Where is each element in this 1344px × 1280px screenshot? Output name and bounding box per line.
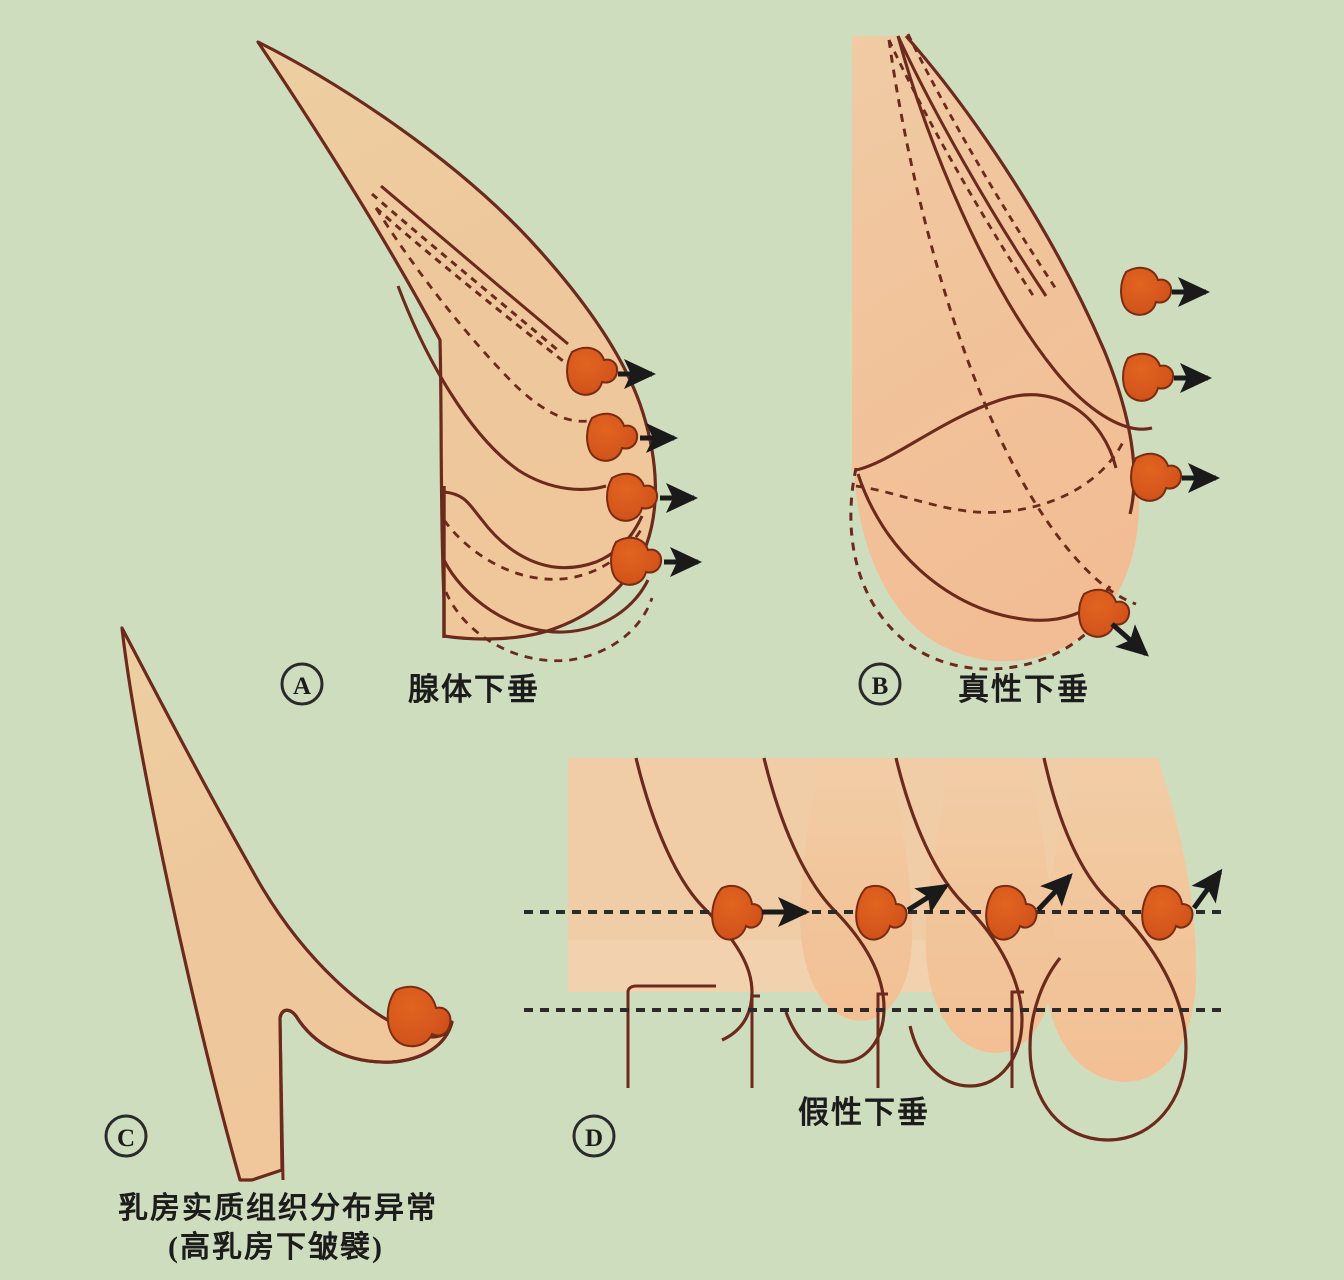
nipple-b-3 bbox=[1130, 452, 1183, 502]
nipple-b-4 bbox=[1078, 588, 1131, 638]
arrow-group-b bbox=[1110, 277, 1221, 657]
dashed-envelope-b-1 bbox=[887, 39, 1038, 301]
svg-text:B: B bbox=[872, 673, 889, 700]
arrow-d-4 bbox=[1191, 868, 1223, 910]
outer-dashed-silhouette-b bbox=[849, 467, 1106, 671]
contour-d-2 bbox=[762, 757, 886, 1064]
arrow-group-d bbox=[762, 868, 1223, 927]
dashed-envelope-a-2 bbox=[375, 206, 573, 370]
caption-panel-c-line1: 乳房实质组织分布异常 bbox=[118, 1192, 438, 1225]
fold-d-4 bbox=[1010, 990, 1024, 1088]
caption-panel-c-line2: (高乳房下皱襞) bbox=[168, 1231, 384, 1264]
panel-label-d: D bbox=[572, 1114, 616, 1158]
nipple-a-4 bbox=[610, 536, 663, 586]
nipple-a-2 bbox=[586, 412, 639, 462]
dashed-envelope-a-1 bbox=[371, 192, 561, 354]
contour-b-stage2 bbox=[896, 35, 1153, 431]
nipple-d-2 bbox=[855, 885, 908, 941]
panel-label-b: B bbox=[858, 662, 902, 706]
contour-d-4 bbox=[1028, 757, 1188, 1142]
contour-b-stage3-dashed bbox=[887, 39, 1137, 606]
svg-text:C: C bbox=[117, 1125, 135, 1152]
gland-arc-b-dashed bbox=[855, 439, 1126, 514]
fold-d-2 bbox=[750, 994, 760, 1088]
arrow-d-2 bbox=[906, 883, 950, 914]
gland-arc-b-upper bbox=[855, 393, 1118, 472]
nipple-a-3 bbox=[606, 472, 659, 522]
nipple-d-1 bbox=[711, 885, 764, 941]
breast-fill-d-2 bbox=[800, 758, 913, 1021]
caption-panel-a: 腺体下垂 bbox=[408, 672, 540, 707]
panel-b: B bbox=[849, 33, 1221, 706]
contour-a-stage2 bbox=[396, 285, 607, 491]
caption-panel-d: 假性下垂 bbox=[798, 1095, 930, 1130]
solid-envelope-a-1 bbox=[380, 184, 569, 346]
fold-d-3 bbox=[876, 992, 888, 1088]
svg-text:A: A bbox=[293, 673, 311, 700]
nipple-c-1 bbox=[386, 985, 452, 1048]
panel-c: C bbox=[104, 626, 454, 1182]
fold-d-1 bbox=[626, 984, 716, 1088]
panel-label-a: A bbox=[280, 662, 324, 706]
panel-a: A bbox=[256, 40, 703, 706]
contour-a-stage1 bbox=[374, 207, 595, 423]
nipple-b-1 bbox=[1120, 266, 1173, 316]
nipple-b-2 bbox=[1122, 352, 1175, 402]
caption-panel-b: 真性下垂 bbox=[958, 672, 1090, 707]
arrow-b-4 bbox=[1110, 622, 1149, 657]
panel-d: D bbox=[524, 757, 1224, 1158]
panel-label-c: C bbox=[104, 1114, 148, 1158]
chest-wall-line-c bbox=[278, 1017, 285, 1181]
nipple-d-4 bbox=[1141, 885, 1194, 941]
inframammary-fold-c bbox=[278, 1008, 454, 1064]
solid-envelope-b-1 bbox=[896, 35, 1048, 297]
nipple-group-d bbox=[711, 885, 1194, 941]
svg-text:D: D bbox=[585, 1125, 603, 1152]
contour-a-stage3-dashed bbox=[442, 519, 644, 581]
breast-fill-d-4 bbox=[1043, 758, 1197, 1082]
arrow-group-a bbox=[618, 359, 703, 577]
nipple-d-3 bbox=[985, 885, 1038, 941]
nipple-group-b bbox=[1078, 266, 1183, 638]
breast-silhouette-a bbox=[256, 40, 657, 641]
contour-a-stage4-dashed bbox=[444, 591, 654, 663]
contour-a-stage4 bbox=[442, 559, 650, 634]
nipple-a-1 bbox=[566, 346, 619, 396]
nipple-group-a bbox=[566, 346, 663, 586]
arrow-d-3 bbox=[1036, 873, 1073, 912]
breast-body-fill-b bbox=[852, 36, 1139, 662]
